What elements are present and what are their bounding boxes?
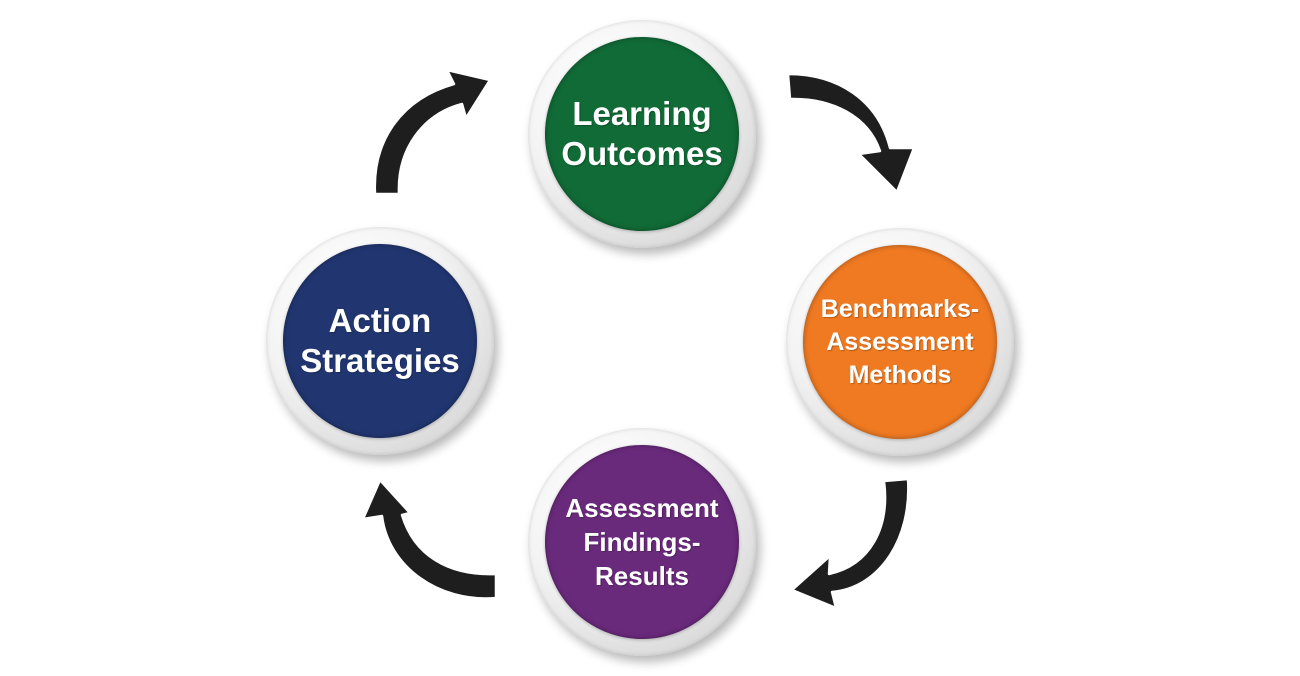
learning-outcomes-circle: Learning Outcomes bbox=[545, 37, 739, 231]
benchmarks-circle: Benchmarks- Assessment Methods bbox=[803, 245, 997, 439]
arrow-benchmarks-to-findings bbox=[790, 477, 910, 610]
node-benchmarks-assessment-methods: Benchmarks- Assessment Methods bbox=[786, 228, 1014, 456]
findings-circle: Assessment Findings- Results bbox=[545, 445, 739, 639]
node-assessment-findings-results: Assessment Findings- Results bbox=[528, 428, 756, 656]
arrow-action-to-learning bbox=[373, 68, 492, 196]
node-action-strategies: Action Strategies bbox=[266, 227, 494, 455]
learning-outcomes-label: Learning Outcomes bbox=[561, 95, 723, 172]
findings-label: Assessment Findings- Results bbox=[565, 493, 719, 591]
action-strategies-label: Action Strategies bbox=[300, 302, 460, 379]
benchmarks-label: Benchmarks- Assessment Methods bbox=[820, 294, 980, 389]
action-strategies-circle: Action Strategies bbox=[283, 244, 477, 438]
node-learning-outcomes: Learning Outcomes bbox=[528, 20, 756, 248]
arrow-learning-to-benchmarks bbox=[786, 72, 916, 194]
arrow-findings-to-action bbox=[361, 478, 498, 600]
